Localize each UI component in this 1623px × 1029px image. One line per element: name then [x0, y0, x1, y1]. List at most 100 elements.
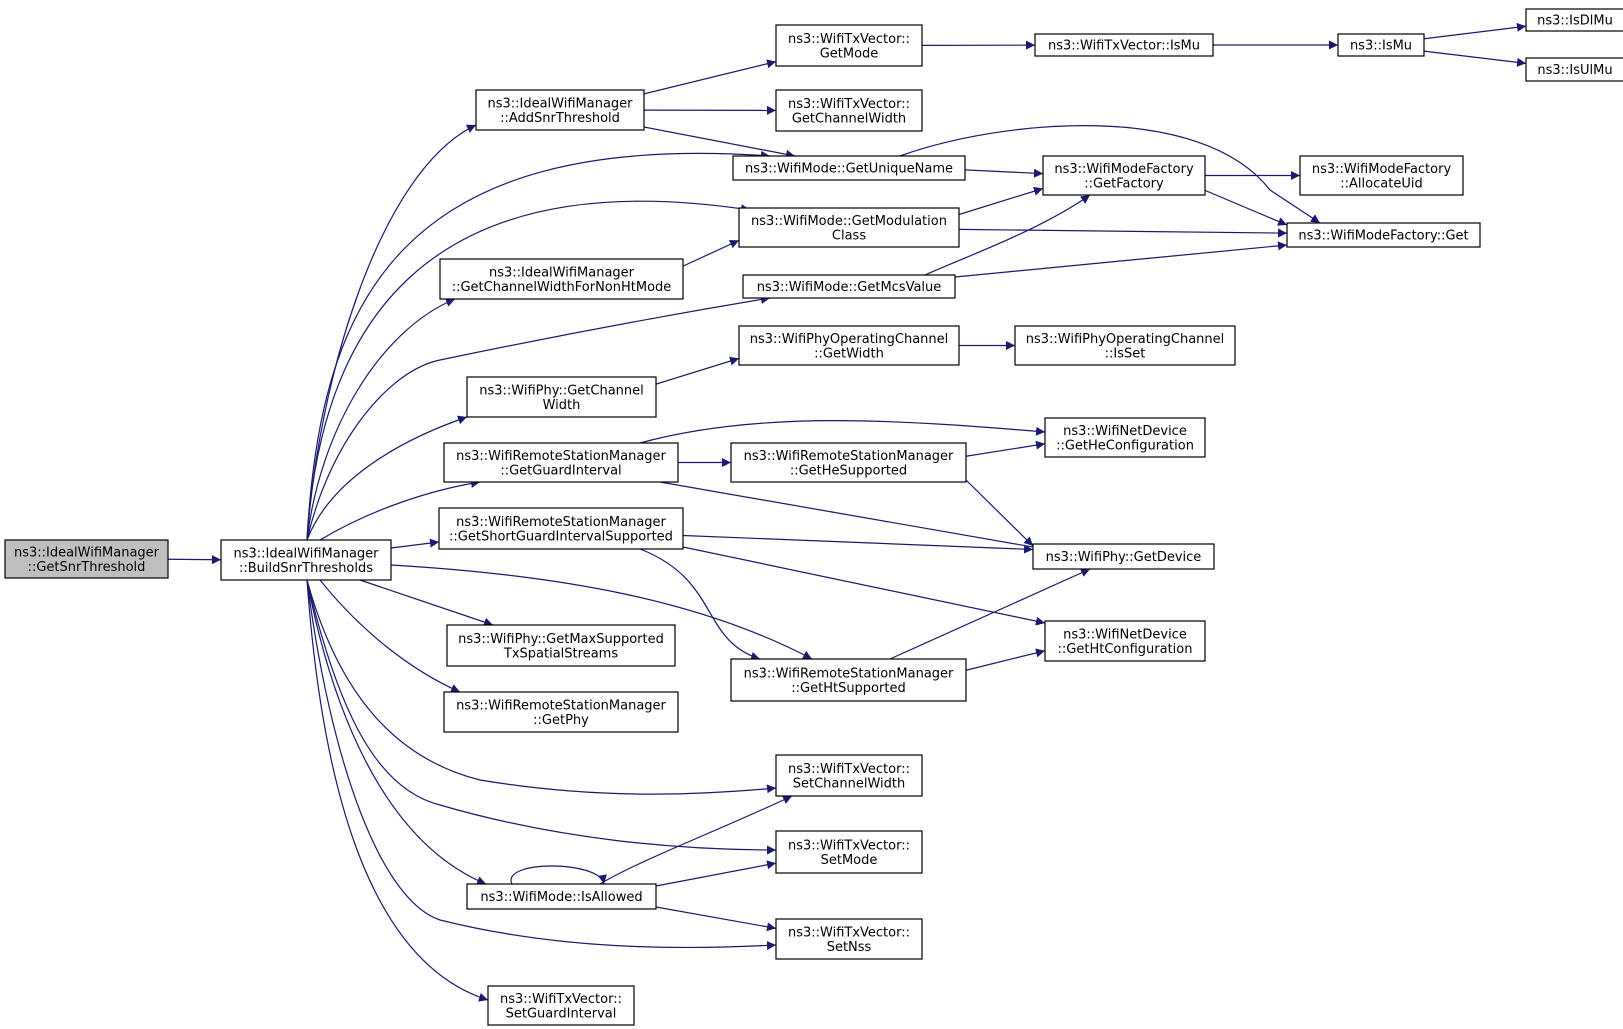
- node-add-snr-threshold[interactable]: ns3::IdealWifiManager::AddSnrThreshold: [475, 89, 645, 131]
- node-box[interactable]: [438, 507, 684, 550]
- node-box[interactable]: [730, 442, 967, 483]
- node-label-line: ns3::WifiMode::GetMcsValue: [757, 280, 942, 295]
- node-label-line: ::GetHtConfiguration: [1058, 642, 1193, 657]
- node-box[interactable]: [775, 830, 923, 874]
- edge-build-snr-thresholds-to-get-max-sts: [359, 579, 494, 627]
- node-box[interactable]: [1042, 155, 1206, 196]
- node-build-snr-thresholds[interactable]: ns3::IdealWifiManager::BuildSnrThreshold…: [220, 539, 392, 581]
- node-box[interactable]: [738, 207, 960, 248]
- node-allocate-uid[interactable]: ns3::WifiModeFactory::AllocateUid: [1299, 155, 1464, 196]
- node-op-ch-get-width[interactable]: ns3::WifiPhyOperatingChannel::GetWidth: [738, 325, 960, 366]
- node-set-mode[interactable]: ns3::WifiTxVector::SetMode: [775, 830, 923, 874]
- node-get-phy[interactable]: ns3::WifiRemoteStationManager::GetPhy: [443, 691, 679, 733]
- node-get-snr-threshold[interactable]: ns3::IdealWifiManager::GetSnrThreshold: [4, 539, 169, 579]
- node-factory-get[interactable]: ns3::WifiModeFactory::Get: [1286, 222, 1481, 248]
- edge-build-snr-thresholds-to-get-ht-supported: [390, 564, 813, 660]
- node-tx-is-mu[interactable]: ns3::WifiTxVector::IsMu: [1034, 33, 1214, 57]
- node-get-mcs-value[interactable]: ns3::WifiMode::GetMcsValue: [742, 274, 956, 299]
- edge-get-unique-name-to-get-factory: [964, 168, 1044, 178]
- node-box[interactable]: [775, 918, 923, 960]
- node-label-line: ::GetGuardInterval: [500, 463, 621, 478]
- edge-get-short-gi-to-get-ht-supported: [639, 548, 761, 661]
- node-label-line: Width: [543, 398, 581, 413]
- edge-get-he-supported-to-get-he-configuration: [965, 440, 1046, 457]
- node-label-line: ::GetHtSupported: [791, 681, 905, 696]
- node-tx-get-channel-width[interactable]: ns3::WifiTxVector::GetChannelWidth: [775, 89, 923, 132]
- node-get-channel-width-for-non-ht-mode[interactable]: ns3::IdealWifiManager::GetChannelWidthFo…: [439, 258, 684, 300]
- node-label-line: ns3::IsUlMu: [1537, 63, 1612, 78]
- node-label-line: ns3::WifiRemoteStationManager: [456, 515, 666, 530]
- node-box[interactable]: [439, 258, 684, 300]
- node-label-line: TxSpatialStreams: [503, 646, 618, 661]
- node-get-short-gi[interactable]: ns3::WifiRemoteStationManager::GetShortG…: [438, 507, 684, 550]
- node-box[interactable]: [1286, 222, 1481, 248]
- node-set-nss[interactable]: ns3::WifiTxVector::SetNss: [775, 918, 923, 960]
- edge-build-snr-thresholds-to-get-guard-interval: [319, 478, 481, 541]
- edge-add-snr-threshold-to-tx-get-mode: [643, 59, 777, 95]
- node-label-line: ns3::IdealWifiManager: [489, 265, 635, 280]
- node-box[interactable]: [4, 539, 169, 579]
- node-tx-get-mode[interactable]: ns3::WifiTxVector::GetMode: [775, 24, 923, 67]
- node-box[interactable]: [487, 985, 635, 1026]
- node-get-unique-name[interactable]: ns3::WifiMode::GetUniqueName: [732, 155, 966, 181]
- node-box[interactable]: [466, 376, 657, 418]
- node-box[interactable]: [732, 155, 966, 181]
- node-get-he-configuration[interactable]: ns3::WifiNetDevice::GetHeConfiguration: [1044, 417, 1206, 458]
- node-get-ht-configuration[interactable]: ns3::WifiNetDevice::GetHtConfiguration: [1044, 620, 1206, 662]
- node-op-ch-is-set[interactable]: ns3::WifiPhyOperatingChannel::IsSet: [1014, 325, 1236, 366]
- node-label-line: ns3::WifiTxVector::IsMu: [1048, 39, 1200, 54]
- node-box[interactable]: [1525, 57, 1623, 82]
- node-get-ht-supported[interactable]: ns3::WifiRemoteStationManager::GetHtSupp…: [730, 658, 967, 702]
- node-get-factory[interactable]: ns3::WifiModeFactory::GetFactory: [1042, 155, 1206, 196]
- node-box[interactable]: [1034, 33, 1214, 57]
- node-is-mu[interactable]: ns3::IsMu: [1337, 33, 1425, 57]
- node-box[interactable]: [446, 624, 676, 667]
- node-get-max-sts[interactable]: ns3::WifiPhy::GetMaxSupportedTxSpatialSt…: [446, 624, 676, 667]
- node-box[interactable]: [775, 24, 923, 67]
- node-is-dl-mu[interactable]: ns3::IsDlMu: [1525, 8, 1623, 32]
- edge-build-snr-thresholds-to-get-short-gi: [390, 538, 440, 549]
- node-label-line: ns3::WifiTxVector::: [788, 762, 910, 777]
- edge-is-allowed-to-set-nss: [655, 906, 777, 932]
- node-label-line: ns3::WifiTxVector::: [788, 97, 910, 112]
- node-box[interactable]: [730, 658, 967, 702]
- node-box[interactable]: [1525, 8, 1623, 32]
- node-box[interactable]: [443, 442, 679, 483]
- node-label-line: ns3::WifiPhy::GetDevice: [1046, 550, 1202, 565]
- node-set-channel-width[interactable]: ns3::WifiTxVector::SetChannelWidth: [775, 754, 923, 797]
- node-label-line: SetChannelWidth: [793, 776, 906, 791]
- node-label-line: ::IsSet: [1105, 346, 1146, 361]
- node-label-line: ns3::WifiRemoteStationManager: [744, 449, 954, 464]
- node-is-allowed[interactable]: ns3::WifiMode::IsAllowed: [466, 883, 657, 910]
- node-label-line: ns3::IdealWifiManager: [233, 546, 379, 561]
- node-label-line: ns3::WifiNetDevice: [1063, 424, 1187, 439]
- node-box[interactable]: [475, 89, 645, 131]
- node-box[interactable]: [1014, 325, 1236, 366]
- node-box[interactable]: [466, 883, 657, 910]
- node-box[interactable]: [1299, 155, 1464, 196]
- node-get-guard-interval[interactable]: ns3::WifiRemoteStationManager::GetGuardI…: [443, 442, 679, 483]
- node-box[interactable]: [742, 274, 956, 299]
- node-label-line: ns3::WifiPhy::GetMaxSupported: [458, 632, 664, 647]
- node-label-line: ::GetChannelWidthForNonHtMode: [452, 280, 672, 295]
- edge-get-modulation-class-to-get-factory: [958, 186, 1044, 216]
- node-box[interactable]: [775, 89, 923, 132]
- node-set-guard-interval[interactable]: ns3::WifiTxVector::SetGuardInterval: [487, 985, 635, 1026]
- node-box[interactable]: [738, 325, 960, 366]
- node-get-he-supported[interactable]: ns3::WifiRemoteStationManager::GetHeSupp…: [730, 442, 967, 483]
- nodes-layer: ns3::IdealWifiManager::GetSnrThresholdns…: [4, 8, 1623, 1026]
- node-box[interactable]: [775, 754, 923, 797]
- node-box[interactable]: [220, 539, 392, 581]
- node-box[interactable]: [443, 691, 679, 733]
- node-phy-get-channel-width[interactable]: ns3::WifiPhy::GetChannelWidth: [466, 376, 657, 418]
- node-box[interactable]: [1044, 417, 1206, 458]
- node-is-ul-mu[interactable]: ns3::IsUlMu: [1525, 57, 1623, 82]
- node-phy-get-device[interactable]: ns3::WifiPhy::GetDevice: [1032, 543, 1215, 570]
- node-label-line: ns3::WifiTxVector::: [788, 925, 910, 940]
- node-box[interactable]: [1337, 33, 1425, 57]
- node-label-line: ::GetFactory: [1084, 176, 1164, 191]
- node-box[interactable]: [1032, 543, 1215, 570]
- node-box[interactable]: [1044, 620, 1206, 662]
- node-label-line: GetChannelWidth: [792, 111, 906, 126]
